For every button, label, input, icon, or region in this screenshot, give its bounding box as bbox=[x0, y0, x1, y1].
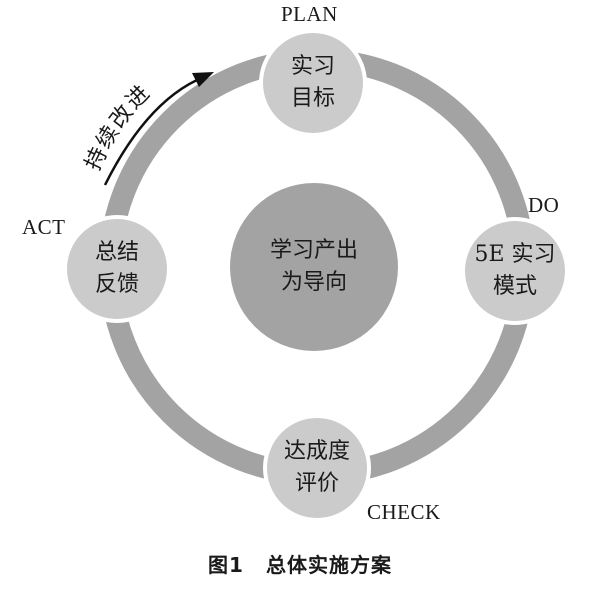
arrowhead bbox=[192, 72, 214, 87]
act-line2: 反馈 bbox=[94, 272, 139, 297]
check-text: 达成度 评价 bbox=[262, 433, 372, 503]
plan-text: 实习 目标 bbox=[263, 48, 363, 118]
act-node bbox=[63, 215, 171, 323]
act-label: ACT bbox=[22, 215, 66, 239]
figure-caption: 图1 总体实施方案 bbox=[0, 549, 600, 578]
center-node bbox=[230, 183, 398, 351]
center-text: 学习产出 为导向 bbox=[234, 232, 394, 302]
pdca-diagram: 持续改进 bbox=[63, 29, 569, 522]
do-line1: 5E 实习 bbox=[474, 242, 556, 267]
act-line1: 总结 bbox=[94, 240, 139, 265]
check-line1: 达成度 bbox=[283, 439, 350, 464]
check-label: CHECK bbox=[367, 500, 441, 524]
act-text: 总结 反馈 bbox=[67, 234, 167, 304]
plan-node bbox=[259, 29, 367, 137]
plan-label: PLAN bbox=[281, 2, 338, 26]
do-node bbox=[461, 217, 569, 325]
check-line2: 评价 bbox=[294, 471, 339, 496]
center-line2: 为导向 bbox=[280, 270, 347, 295]
do-text: 5E 实习 模式 bbox=[459, 236, 571, 306]
do-line2: 模式 bbox=[492, 274, 537, 299]
center-line1: 学习产出 bbox=[269, 238, 358, 263]
do-label: DO bbox=[528, 193, 560, 217]
caption-title: 总体实施方案 bbox=[265, 553, 392, 577]
caption-number: 图1 bbox=[208, 553, 244, 577]
plan-line1: 实习 bbox=[290, 54, 335, 79]
plan-line2: 目标 bbox=[290, 86, 335, 111]
check-node bbox=[263, 414, 371, 522]
continuous-improvement-arrow bbox=[103, 78, 198, 186]
